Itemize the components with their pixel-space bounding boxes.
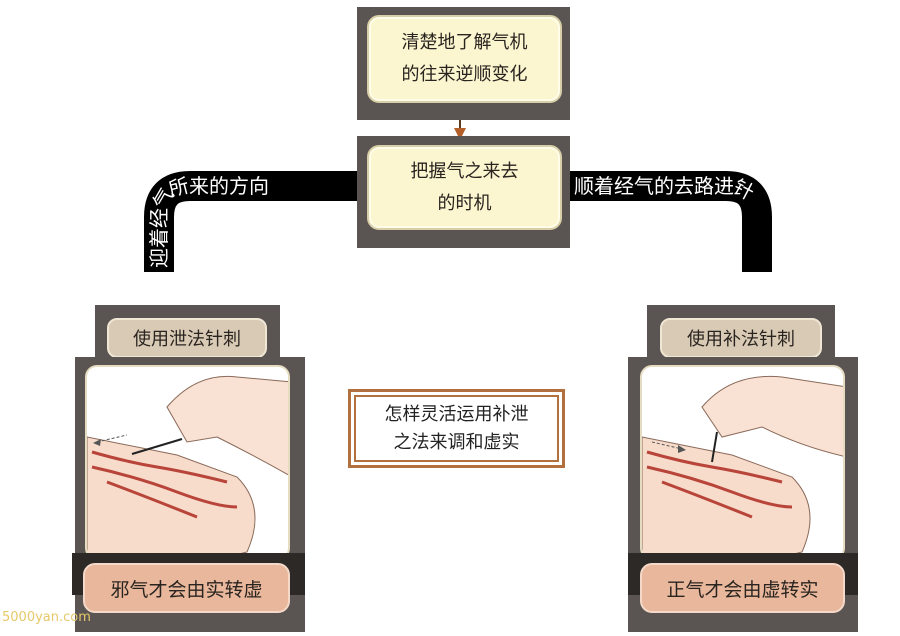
center-box: 怎样灵活运用补泄之法来调和虚实	[348, 389, 565, 468]
top-box: 清楚地了解气机的往来逆顺变化	[367, 15, 562, 103]
middle-box-line1: 把握气之来去	[410, 160, 519, 182]
right-illustration	[640, 365, 845, 560]
watermark: 5000yan.com	[2, 610, 91, 625]
left-panel-title: 使用泄法针刺	[107, 318, 267, 358]
top-box-line2: 的往来逆顺变化	[401, 64, 528, 85]
hand-needle-illustration	[642, 375, 843, 558]
center-box-line1: 怎样灵活运用补泄	[384, 403, 529, 425]
arrow-head	[454, 128, 466, 140]
middle-box-line2: 的时机	[437, 192, 492, 214]
right-panel-title: 使用补法针刺	[660, 318, 822, 358]
left-illustration	[85, 365, 290, 560]
left-result: 邪气才会由实转虚	[83, 563, 290, 613]
top-box-line1: 清楚地了解气机	[401, 32, 528, 53]
right-band	[570, 171, 772, 272]
center-box-line2: 之法来调和虚实	[393, 431, 520, 453]
middle-box: 把握气之来去的时机	[367, 145, 562, 230]
right-result: 正气才会由虚转实	[640, 563, 845, 613]
left-band	[144, 171, 357, 272]
hand-needle-illustration	[87, 375, 288, 558]
